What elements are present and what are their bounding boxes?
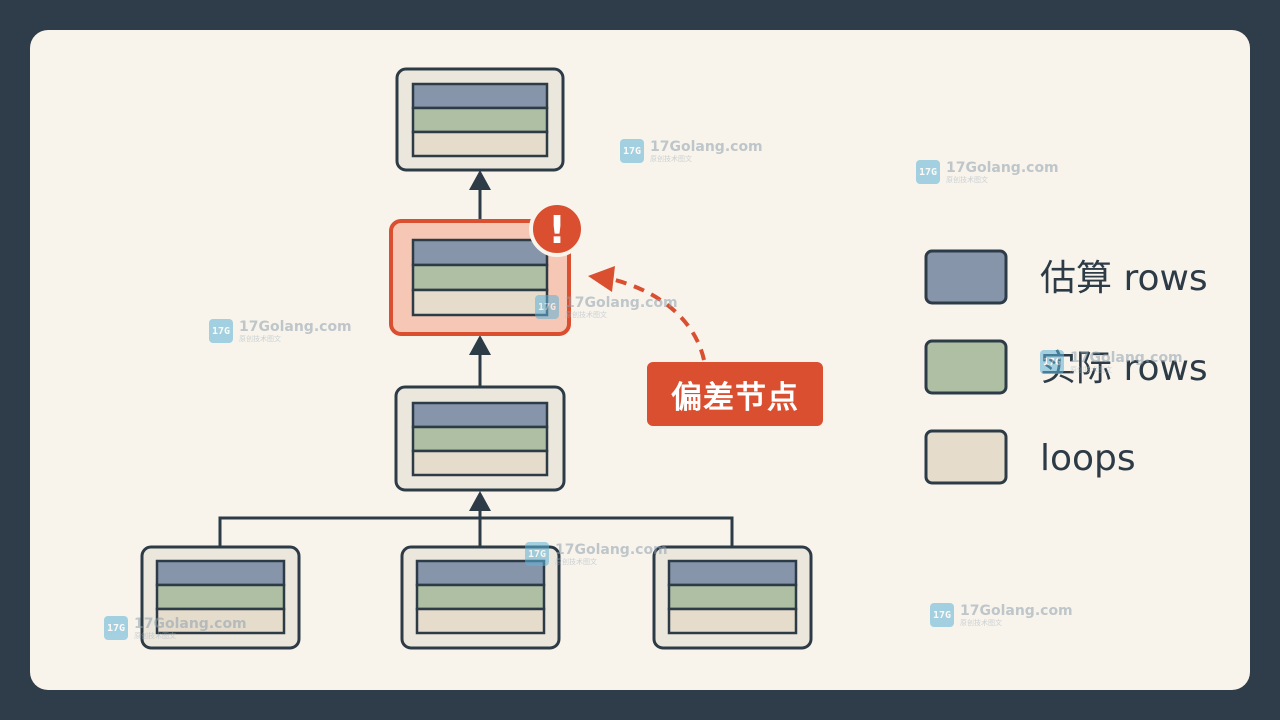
alert-symbol: ! [548,208,565,252]
bar-actual-rows [415,583,546,611]
arrowhead-node3 [469,491,491,511]
plan-node-leaf-left [140,545,301,650]
plan-node-root [395,67,565,172]
bar-loops [411,449,549,477]
plan-node-deviation [389,219,571,336]
diagram-card: ! [30,30,1250,690]
deviation-node-callout: 偏差节点 [647,362,823,426]
bar-loops [415,607,546,635]
legend-swatch-loops [924,429,1008,485]
plan-node-middle [394,385,566,492]
legend-swatch-actual-rows [924,339,1008,395]
bar-estimated-rows [411,82,549,110]
bar-loops [411,288,549,317]
legend-label-estimated-rows: 估算 rows [1040,258,1208,299]
bar-actual-rows [411,425,549,453]
legend-swatch-estimated-rows [924,249,1008,305]
alert-icon: ! [529,201,585,257]
bar-estimated-rows [411,238,549,267]
bar-loops [667,607,798,635]
legend-swatches [924,249,1008,485]
bar-estimated-rows [155,559,286,587]
bar-estimated-rows [667,559,798,587]
plan-node-leaf-right [652,545,813,650]
legend-label-loops: loops [1040,438,1136,479]
bar-estimated-rows [415,559,546,587]
bar-actual-rows [411,263,549,292]
bar-actual-rows [667,583,798,611]
callout-label: 偏差节点 [671,379,799,416]
tree-connectors [218,188,734,547]
bar-loops [411,130,549,158]
connector-leaves-bus [218,516,734,547]
bar-actual-rows [155,583,286,611]
bar-actual-rows [411,106,549,134]
bar-loops [155,607,286,635]
callout-pointer [588,266,706,361]
tree-arrowheads [469,170,491,511]
query-plan-tree: ! [140,67,1008,650]
plan-node-leaf-center [400,545,561,650]
bar-estimated-rows [411,401,549,429]
legend-label-actual-rows: 实际 rows [1040,348,1208,389]
arrowhead-node2 [469,335,491,355]
arrowhead-node1 [469,170,491,190]
